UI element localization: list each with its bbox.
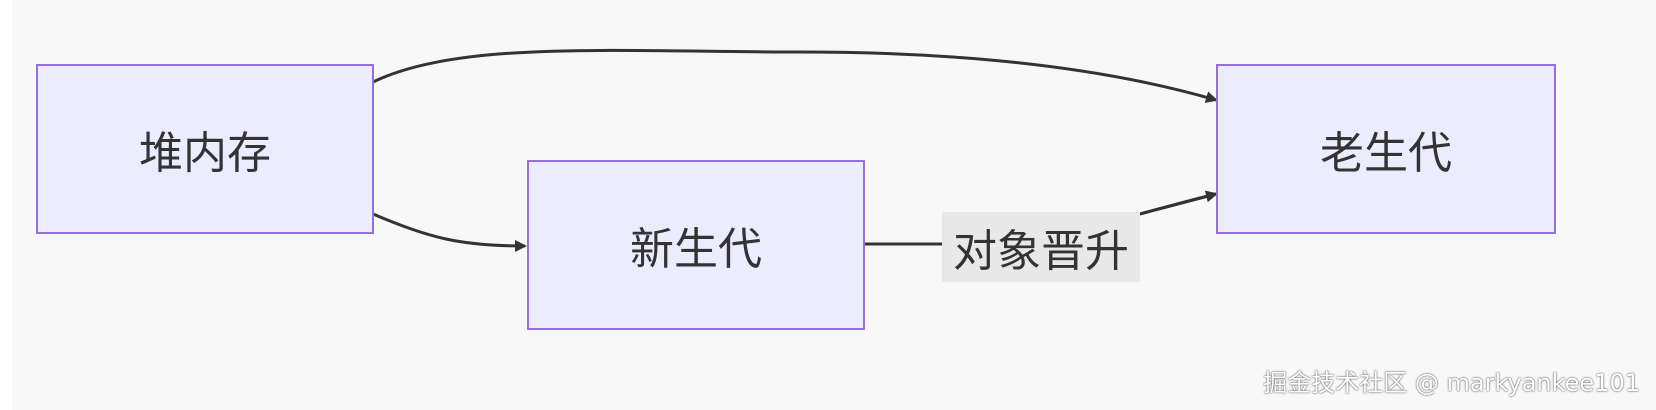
edge-heap-to-old <box>372 48 1218 103</box>
node-young-generation: 新生代 <box>527 160 865 330</box>
node-old-generation: 老生代 <box>1216 64 1556 234</box>
edge-label-promotion: 对象晋升 <box>942 212 1140 282</box>
node-heap-memory: 堆内存 <box>36 64 374 234</box>
edge-young-to-old-arrow <box>1139 190 1218 216</box>
node-heap-memory-label: 堆内存 <box>139 128 271 179</box>
node-young-generation-label: 新生代 <box>630 224 762 275</box>
edge-heap-to-young <box>372 212 527 252</box>
node-old-generation-label: 老生代 <box>1320 128 1452 179</box>
edge-label-promotion-text: 对象晋升 <box>953 226 1129 277</box>
watermark-text: 掘金技术社区 @ markyankee101 <box>1263 369 1640 397</box>
